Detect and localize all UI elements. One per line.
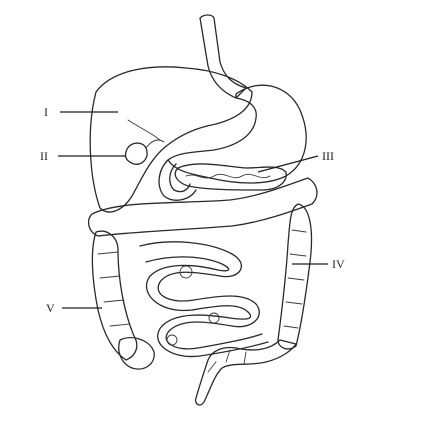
leader-line-III (257, 155, 319, 173)
gallbladder (124, 139, 165, 165)
label-IV: IV (332, 257, 345, 271)
label-V: V (46, 301, 55, 315)
duodenum (158, 159, 197, 201)
liver (89, 66, 253, 213)
stomach (167, 84, 307, 184)
diagram-labels: I II III IV V (40, 105, 345, 315)
large-intestine (87, 177, 318, 406)
small-intestine (139, 241, 269, 358)
esophagus (199, 14, 247, 99)
leader-lines (58, 111, 328, 309)
pancreas (174, 163, 287, 191)
label-III: III (322, 149, 334, 163)
label-I: I (44, 105, 48, 119)
label-II: II (40, 149, 48, 163)
